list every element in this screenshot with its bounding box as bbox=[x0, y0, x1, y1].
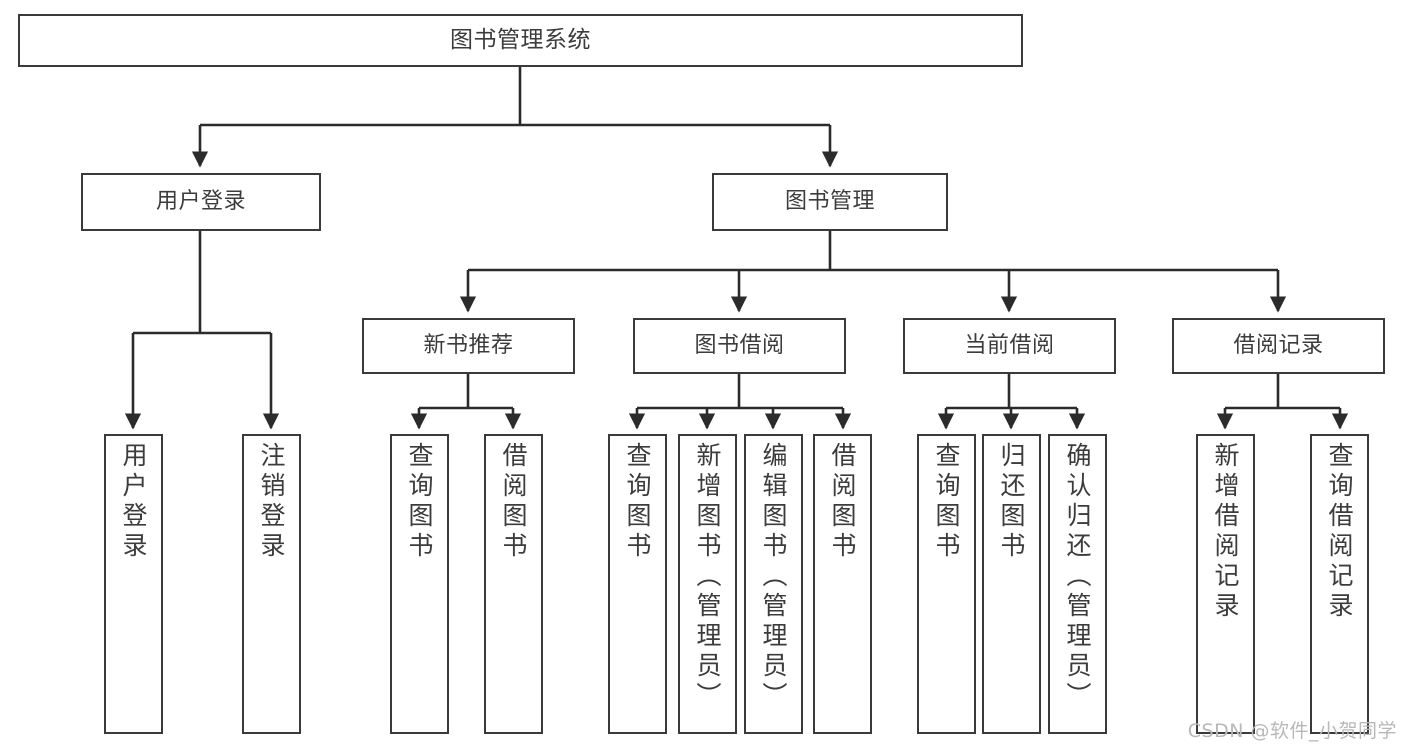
node-new-book-recommend[interactable]: 新书推荐 bbox=[362, 318, 575, 374]
node-label: 图书管理 bbox=[784, 189, 875, 215]
leaf-borrow-borrow-book[interactable]: 借阅图书 bbox=[813, 434, 872, 734]
node-label: 用户登录 bbox=[155, 189, 246, 215]
node-label: 图书管理系统 bbox=[450, 26, 591, 53]
leaf-user-login[interactable]: 用户登录 bbox=[104, 434, 163, 734]
node-label: 查询图书 bbox=[932, 442, 961, 562]
node-label: 借阅记录 bbox=[1233, 333, 1324, 359]
leaf-newbook-borrow-book[interactable]: 借阅图书 bbox=[484, 434, 543, 734]
node-label: 新增图书（管理员） bbox=[693, 442, 722, 712]
leaf-borrow-add-book-admin[interactable]: 新增图书（管理员） bbox=[678, 434, 737, 734]
node-label: 当前借阅 bbox=[964, 333, 1055, 359]
node-book-borrow[interactable]: 图书借阅 bbox=[633, 318, 846, 374]
node-label: 查询借阅记录 bbox=[1325, 442, 1354, 622]
node-label: 查询图书 bbox=[623, 442, 652, 562]
leaf-logout-login[interactable]: 注销登录 bbox=[242, 434, 301, 734]
node-book-management[interactable]: 图书管理 bbox=[712, 173, 948, 231]
node-label: 用户登录 bbox=[119, 442, 148, 562]
node-label: 查询图书 bbox=[405, 442, 434, 562]
node-label: 新书推荐 bbox=[423, 333, 514, 359]
leaf-current-query-book[interactable]: 查询图书 bbox=[917, 434, 976, 734]
node-label: 借阅图书 bbox=[499, 442, 528, 562]
watermark-text: CSDN @软件_小贺同学 bbox=[1187, 720, 1397, 742]
leaf-borrow-edit-book-admin[interactable]: 编辑图书（管理员） bbox=[744, 434, 803, 734]
node-label: 注销登录 bbox=[257, 442, 286, 562]
leaf-record-query-record[interactable]: 查询借阅记录 bbox=[1310, 434, 1369, 734]
node-current-borrow[interactable]: 当前借阅 bbox=[903, 318, 1116, 374]
node-label: 新增借阅记录 bbox=[1211, 442, 1240, 622]
node-label: 图书借阅 bbox=[694, 333, 785, 359]
node-label: 归还图书 bbox=[997, 442, 1026, 562]
leaf-record-add-record[interactable]: 新增借阅记录 bbox=[1196, 434, 1255, 734]
node-borrow-record[interactable]: 借阅记录 bbox=[1172, 318, 1385, 374]
leaf-current-return-book[interactable]: 归还图书 bbox=[982, 434, 1041, 734]
leaf-borrow-query-book[interactable]: 查询图书 bbox=[608, 434, 667, 734]
node-root-system[interactable]: 图书管理系统 bbox=[18, 14, 1023, 67]
node-label: 借阅图书 bbox=[828, 442, 857, 562]
leaf-newbook-query-book[interactable]: 查询图书 bbox=[390, 434, 449, 734]
node-label: 确认归还（管理员） bbox=[1063, 442, 1092, 712]
leaf-current-confirm-return-admin[interactable]: 确认归还（管理员） bbox=[1048, 434, 1107, 734]
node-user-login[interactable]: 用户登录 bbox=[81, 173, 321, 231]
node-label: 编辑图书（管理员） bbox=[759, 442, 788, 712]
